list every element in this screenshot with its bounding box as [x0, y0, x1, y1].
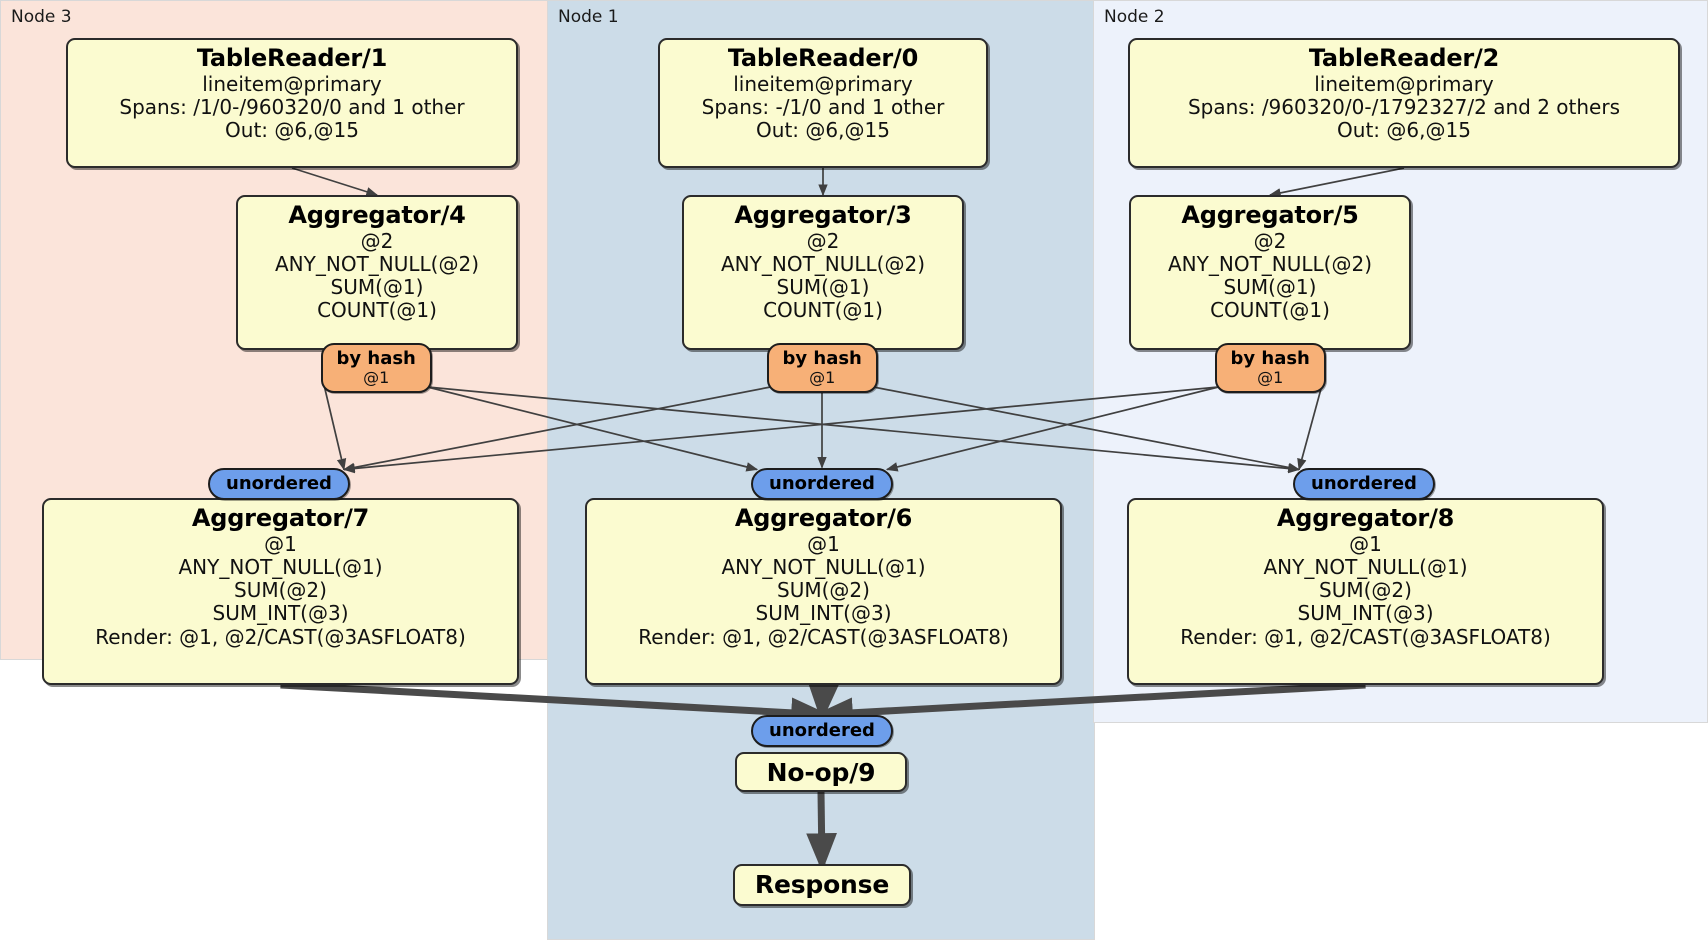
processor-detail-line: @1	[1349, 531, 1382, 556]
collector-label: unordered	[769, 719, 875, 741]
collector-collector7[interactable]: unordered	[208, 467, 350, 501]
processor-detail-line: ANY_NOT_NULL(@2)	[275, 252, 479, 277]
processor-detail-line: Spans: /1/0-/960320/0 and 1 other	[119, 95, 465, 120]
processor-title: Aggregator/7	[191, 504, 370, 532]
processor-noop9[interactable]: No-op/9	[735, 752, 907, 792]
processor-detail-line: @1	[264, 531, 297, 556]
collector-label: unordered	[226, 472, 332, 494]
collector-collector8[interactable]: unordered	[1293, 467, 1435, 501]
router-column: @1	[363, 367, 390, 387]
processor-detail-line: SUM(@1)	[776, 275, 870, 300]
processor-detail-line: @2	[360, 228, 394, 253]
router-router4[interactable]: by hash@1	[320, 343, 432, 394]
processor-detail-line: SUM(@2)	[1319, 578, 1412, 603]
processor-title: TableReader/1	[196, 44, 388, 72]
processor-detail-line: ANY_NOT_NULL(@2)	[721, 252, 925, 277]
processor-response[interactable]: Response	[733, 864, 911, 906]
processor-detail-line: SUM_INT(@3)	[212, 601, 349, 626]
processor-detail-line: Out: @6,@15	[225, 118, 359, 143]
processor-detail-line: Out: @6,@15	[756, 118, 890, 143]
collector-label: unordered	[1311, 472, 1417, 494]
processor-detail-line: lineitem@primary	[202, 71, 382, 96]
processor-detail-line: ANY_NOT_NULL(@2)	[1168, 252, 1372, 277]
router-label: by hash	[336, 348, 416, 369]
processor-detail-line: COUNT(@1)	[317, 298, 437, 323]
router-label: by hash	[1230, 348, 1310, 369]
processor-detail-line: ANY_NOT_NULL(@1)	[178, 555, 383, 580]
processor-detail-line: Spans: -/1/0 and 1 other	[701, 95, 945, 120]
processor-detail-line: SUM(@2)	[777, 578, 870, 603]
router-column: @1	[809, 367, 836, 387]
processor-detail-line: Spans: /960320/0-/1792327/2 and 2 others	[1187, 95, 1620, 120]
router-router3[interactable]: by hash@1	[766, 343, 878, 394]
processor-detail-line: @1	[807, 531, 840, 556]
processor-detail-line: lineitem@primary	[1314, 71, 1494, 96]
node-panel-label: Node 3	[11, 7, 72, 27]
processor-title: Aggregator/5	[1181, 201, 1359, 229]
processor-detail-line: @2	[806, 228, 840, 253]
processor-title: TableReader/2	[1308, 44, 1500, 72]
processor-title: TableReader/0	[727, 44, 919, 72]
processor-detail-line: Render: @1, @2/CAST(@3ASFLOAT8)	[95, 624, 466, 649]
processor-title: Response	[754, 870, 890, 899]
processor-detail-line: Render: @1, @2/CAST(@3ASFLOAT8)	[1180, 624, 1551, 649]
router-label: by hash	[782, 348, 862, 369]
processor-title: Aggregator/4	[288, 201, 466, 229]
router-router5[interactable]: by hash@1	[1214, 343, 1326, 394]
processor-detail-line: SUM(@1)	[330, 275, 424, 300]
node-panel-label: Node 1	[558, 7, 619, 27]
processor-detail-line: Out: @6,@15	[1337, 118, 1471, 143]
processor-detail-line: Render: @1, @2/CAST(@3ASFLOAT8)	[638, 624, 1009, 649]
processor-detail-line: SUM(@1)	[1223, 275, 1317, 300]
node-panel-label: Node 2	[1104, 7, 1165, 27]
processor-title: No-op/9	[766, 758, 876, 787]
processor-detail-line: lineitem@primary	[733, 71, 913, 96]
processor-detail-line: SUM_INT(@3)	[755, 601, 892, 626]
processor-detail-line: SUM(@2)	[234, 578, 327, 603]
processor-detail-line: COUNT(@1)	[1210, 298, 1330, 323]
processor-detail-line: ANY_NOT_NULL(@1)	[1263, 555, 1468, 580]
collector-collector6[interactable]: unordered	[751, 467, 893, 501]
collector-label: unordered	[769, 472, 875, 494]
processor-detail-line: SUM_INT(@3)	[1297, 601, 1434, 626]
processor-title: Aggregator/8	[1276, 504, 1455, 532]
collector-collector9[interactable]: unordered	[751, 714, 893, 748]
processor-detail-line: ANY_NOT_NULL(@1)	[721, 555, 926, 580]
processor-title: Aggregator/6	[734, 504, 913, 532]
processor-title: Aggregator/3	[734, 201, 912, 229]
processor-detail-line: COUNT(@1)	[763, 298, 883, 323]
router-column: @1	[1257, 367, 1284, 387]
processor-detail-line: @2	[1253, 228, 1287, 253]
